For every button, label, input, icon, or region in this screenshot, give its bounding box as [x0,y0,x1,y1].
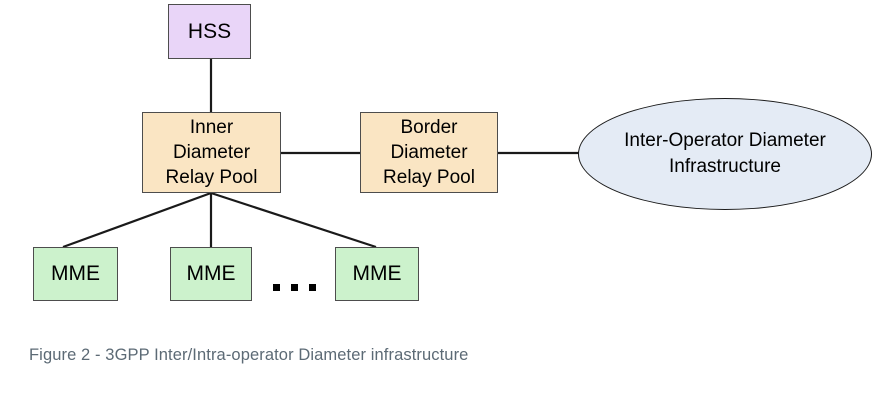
node-mme-3-label: MME [352,262,402,285]
ellipsis-dot-2 [290,284,298,291]
edge-inner-relay-to-mme-3 [210,191,377,249]
node-border-diameter-relay-pool-label: Border Diameter Relay Pool [383,117,475,188]
node-hss[interactable]: HSS [168,4,251,59]
node-inter-operator-diameter-infrastructure[interactable]: Inter-Operator Diameter Infrastructure [578,98,872,210]
node-mme-1[interactable]: MME [33,247,118,301]
ellipsis-dot-1 [272,284,280,291]
node-mme-1-label: MME [51,262,100,285]
node-mme-3[interactable]: MME [335,247,419,301]
ellipsis-indicator [266,262,322,302]
node-inner-diameter-relay-pool-label: Inner Diameter Relay Pool [165,117,258,188]
node-border-diameter-relay-pool[interactable]: Border Diameter Relay Pool [360,112,498,193]
node-mme-2-label: MME [186,262,236,285]
ellipsis-dot-3 [308,284,316,291]
node-hss-label: HSS [187,19,232,43]
figure-caption: Figure 2 - 3GPP Inter/Intra-operator Dia… [29,346,469,364]
node-inner-diameter-relay-pool[interactable]: Inner Diameter Relay Pool [142,112,281,193]
edge-inner-relay-to-mme-1 [62,191,212,249]
node-inter-operator-diameter-infrastructure-label: Inter-Operator Diameter Infrastructure [624,130,826,177]
node-mme-2[interactable]: MME [170,247,252,301]
